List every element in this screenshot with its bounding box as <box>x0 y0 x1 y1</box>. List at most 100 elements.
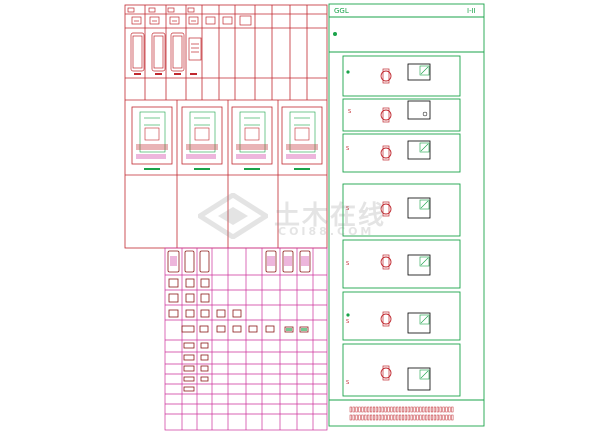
wiring-diagram-4 <box>281 106 323 170</box>
rotary-switch-icon <box>380 367 392 379</box>
grille-slot <box>436 406 439 413</box>
grille-slot <box>433 414 436 421</box>
cabinet-panel <box>328 3 485 427</box>
grille-slot <box>396 406 399 413</box>
rotary-switch-icon <box>380 256 392 268</box>
grille-slot <box>425 414 428 421</box>
drawer-5: S <box>346 254 431 276</box>
meter-window <box>407 63 431 81</box>
grille-slot <box>349 414 352 421</box>
ventilation-grille <box>349 406 454 421</box>
grille-slot <box>416 414 419 421</box>
grille-slot <box>419 406 422 413</box>
grille-slot <box>442 406 445 413</box>
component-table <box>164 247 328 431</box>
grille-slot <box>430 414 434 421</box>
grille-slot <box>401 414 405 421</box>
grille-slot <box>384 414 387 421</box>
grille-slot <box>367 414 370 421</box>
grille-slot <box>372 406 376 413</box>
grille-slot <box>445 414 448 421</box>
grille-slot <box>364 414 367 421</box>
schematic-sheet <box>124 4 328 249</box>
meter-window <box>407 367 431 391</box>
drawer-6: S <box>346 311 431 334</box>
grille-slot <box>367 406 370 413</box>
grille-slot <box>355 414 358 421</box>
rotary-switch-icon <box>380 147 392 159</box>
panel-header-right: I-II <box>467 7 476 15</box>
grille-slot <box>358 406 361 413</box>
table-symbols <box>167 250 311 392</box>
grille-slot <box>399 414 402 421</box>
svg-text:S: S <box>346 261 349 267</box>
meter-window <box>407 312 431 334</box>
meter-window <box>407 197 431 219</box>
meter-window <box>407 100 431 120</box>
grille-slot <box>428 406 431 413</box>
grille-slot <box>384 406 387 413</box>
grille-slot <box>451 406 454 413</box>
grille-slot <box>404 414 407 421</box>
panel-header-left: GGL <box>334 7 349 15</box>
wiring-diagram-2 <box>181 106 223 170</box>
grille-slot <box>364 406 367 413</box>
grille-slot <box>352 406 355 413</box>
grille-slot <box>393 414 396 421</box>
svg-text:S: S <box>346 319 349 325</box>
grille-slot <box>410 414 413 421</box>
grille-slot <box>436 414 439 421</box>
drawer-4: S <box>346 197 431 219</box>
grille-slot <box>375 414 378 421</box>
wiring-diagram-3 <box>231 106 273 170</box>
grille-slot <box>448 406 451 413</box>
grille-slot <box>430 406 434 413</box>
grille-slot <box>422 406 425 413</box>
grille-slot <box>370 406 373 413</box>
grille-slot <box>439 414 442 421</box>
svg-text:S: S <box>348 109 351 115</box>
grille-slot <box>428 414 431 421</box>
grille-slot <box>378 406 381 413</box>
grille-slot <box>399 406 402 413</box>
grille-slot <box>370 414 373 421</box>
drawer-1 <box>346 63 431 84</box>
grille-slot <box>407 414 410 421</box>
rotary-switch-icon <box>380 203 392 215</box>
grille-slot <box>375 406 378 413</box>
grille-slot <box>416 406 419 413</box>
svg-text:S: S <box>346 380 349 386</box>
grille-slot <box>361 406 364 413</box>
table-symbol-fills <box>170 256 309 331</box>
schematic-tall-components <box>130 32 202 72</box>
grille-slot <box>355 406 358 413</box>
rotary-switch-icon <box>380 70 392 82</box>
grille-slot <box>404 406 407 413</box>
grille-slot <box>372 414 376 421</box>
schematic-labels-small <box>134 73 197 75</box>
grille-slot <box>361 414 364 421</box>
indicator-light <box>333 32 337 36</box>
grille-slot <box>393 406 396 413</box>
grille-slot <box>381 406 384 413</box>
grille-slot <box>407 406 410 413</box>
meter-window <box>407 254 431 276</box>
grille-slot <box>358 414 361 421</box>
wiring-diagram-1 <box>131 106 173 170</box>
grille-slot <box>390 414 393 421</box>
grille-slot <box>442 414 445 421</box>
grille-slot <box>448 414 451 421</box>
grille-slot <box>390 406 393 413</box>
grille-slot <box>387 414 390 421</box>
grille-slot <box>419 414 422 421</box>
rotary-switch-icon <box>380 313 392 325</box>
meter-window <box>407 140 431 160</box>
grille-slot <box>451 414 454 421</box>
rotary-switch-icon <box>380 109 392 121</box>
svg-text:S: S <box>346 206 349 212</box>
grille-slot <box>352 414 355 421</box>
grille-slot <box>425 406 428 413</box>
grille-slot <box>445 406 448 413</box>
drawer-2: S <box>348 100 431 123</box>
